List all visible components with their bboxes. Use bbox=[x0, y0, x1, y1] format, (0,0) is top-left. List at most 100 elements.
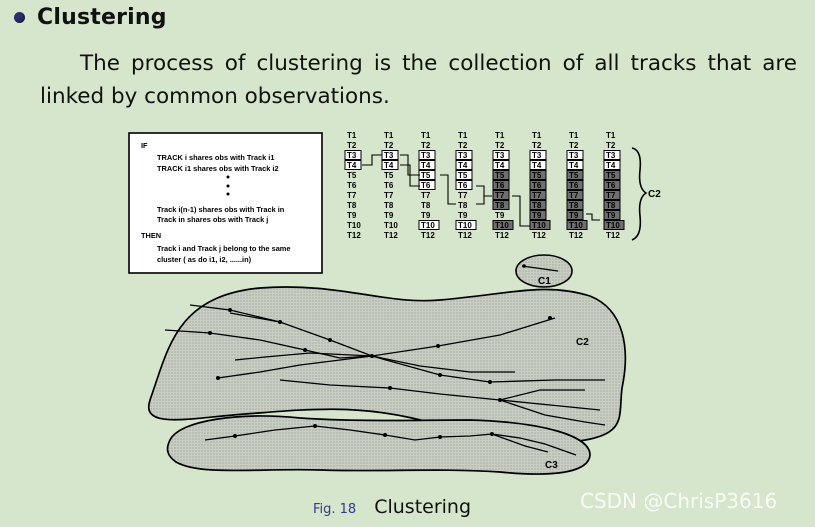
track-box bbox=[344, 150, 362, 160]
track-label: T2 bbox=[384, 141, 394, 150]
track-label: T10 bbox=[421, 221, 435, 230]
track-label: T5 bbox=[606, 171, 616, 180]
cluster-c1: C1 bbox=[515, 254, 573, 288]
track-label: T8 bbox=[384, 201, 394, 210]
track-box bbox=[566, 210, 584, 220]
track-box bbox=[418, 180, 436, 190]
track-box bbox=[418, 150, 436, 160]
rule-if: IF bbox=[141, 141, 148, 150]
track-label: T6 bbox=[495, 181, 505, 190]
cluster-c3: C3 bbox=[166, 415, 591, 475]
track-box bbox=[529, 170, 547, 180]
track-label: T8 bbox=[347, 201, 357, 210]
track-columns: T1T2T3T4T5T6T7T8T9T10T12T1T2T3T4T5T6T7T8… bbox=[344, 131, 625, 240]
brace-label: C2 bbox=[648, 189, 661, 200]
track-label: T10 bbox=[347, 221, 361, 230]
track-label: T5 bbox=[384, 171, 394, 180]
cluster-c2: C2 bbox=[147, 286, 627, 445]
track-label: T4 bbox=[532, 161, 542, 170]
rule-line-2: TRACK i1 shares obs with Track i2 bbox=[157, 164, 279, 173]
track-label: T10 bbox=[458, 221, 472, 230]
track-label: T6 bbox=[569, 181, 579, 190]
paragraph-line-1: The process of clustering is the collect… bbox=[80, 51, 797, 76]
track-label: T2 bbox=[569, 141, 579, 150]
track-label: T8 bbox=[569, 201, 579, 210]
heading-text: Clustering bbox=[37, 5, 167, 30]
watermark: CSDN @ChrisP3616 bbox=[580, 489, 778, 513]
track-label: T7 bbox=[458, 191, 468, 200]
track-box bbox=[529, 160, 547, 170]
track-label: T5 bbox=[458, 171, 468, 180]
track-label: T12 bbox=[384, 231, 398, 240]
track-label: T7 bbox=[495, 191, 505, 200]
track-label: T9 bbox=[384, 211, 394, 220]
track-label: T6 bbox=[347, 181, 357, 190]
track-box bbox=[418, 160, 436, 170]
track-box bbox=[603, 160, 621, 170]
track-label: T1 bbox=[495, 131, 505, 140]
track-label: T3 bbox=[421, 151, 431, 160]
track-label: T12 bbox=[347, 231, 361, 240]
track-label: T9 bbox=[347, 211, 357, 220]
track-label: T5 bbox=[421, 171, 431, 180]
track-label: T4 bbox=[495, 161, 505, 170]
track-label: T9 bbox=[495, 211, 505, 220]
track-label: T2 bbox=[458, 141, 468, 150]
track-box bbox=[603, 210, 621, 220]
rule-line-5: Track i and Track j belong to the same bbox=[157, 244, 291, 253]
track-box bbox=[529, 210, 547, 220]
track-label: T4 bbox=[569, 161, 579, 170]
track-label: T12 bbox=[606, 231, 620, 240]
track-label: T12 bbox=[421, 231, 435, 240]
track-label: T3 bbox=[495, 151, 505, 160]
track-label: T10 bbox=[606, 221, 620, 230]
track-label: T4 bbox=[384, 161, 394, 170]
description-paragraph: The process of clustering is the collect… bbox=[40, 47, 797, 113]
track-label: T5 bbox=[532, 171, 542, 180]
track-label: T10 bbox=[384, 221, 398, 230]
track-box bbox=[566, 150, 584, 160]
track-box bbox=[529, 150, 547, 160]
track-label: T1 bbox=[606, 131, 616, 140]
track-label: T8 bbox=[532, 201, 542, 210]
track-label: T6 bbox=[532, 181, 542, 190]
track-box bbox=[566, 200, 584, 210]
track-label: T9 bbox=[606, 211, 616, 220]
track-label: T10 bbox=[569, 221, 583, 230]
track-box bbox=[529, 200, 547, 210]
track-label: T7 bbox=[421, 191, 431, 200]
track-label: T7 bbox=[532, 191, 542, 200]
track-label: T3 bbox=[384, 151, 394, 160]
track-box bbox=[603, 150, 621, 160]
figure-label: Fig. 18 bbox=[313, 502, 357, 517]
track-label: T2 bbox=[606, 141, 616, 150]
track-label: T1 bbox=[569, 131, 579, 140]
track-label: T4 bbox=[421, 161, 431, 170]
track-label: T7 bbox=[347, 191, 357, 200]
track-label: T12 bbox=[569, 231, 583, 240]
track-label: T6 bbox=[421, 181, 431, 190]
track-box bbox=[529, 220, 551, 230]
track-label: T1 bbox=[532, 131, 542, 140]
track-label: T2 bbox=[532, 141, 542, 150]
label-c3: C3 bbox=[545, 460, 558, 471]
track-label: T1 bbox=[384, 131, 394, 140]
c2-brace: C2 bbox=[631, 147, 661, 241]
track-box bbox=[492, 200, 510, 210]
track-box bbox=[455, 150, 473, 160]
track-label: T9 bbox=[569, 211, 579, 220]
track-box bbox=[492, 180, 510, 190]
track-box bbox=[603, 200, 621, 210]
ellipsis-dots bbox=[226, 175, 230, 196]
track-box bbox=[344, 160, 362, 170]
column-arrows bbox=[362, 154, 600, 227]
track-box bbox=[603, 180, 621, 190]
track-label: T9 bbox=[458, 211, 468, 220]
track-label: T8 bbox=[495, 201, 505, 210]
track-label: T12 bbox=[458, 231, 472, 240]
track-label: T6 bbox=[384, 181, 394, 190]
rule-then: THEN bbox=[141, 231, 161, 240]
track-box bbox=[529, 180, 547, 190]
